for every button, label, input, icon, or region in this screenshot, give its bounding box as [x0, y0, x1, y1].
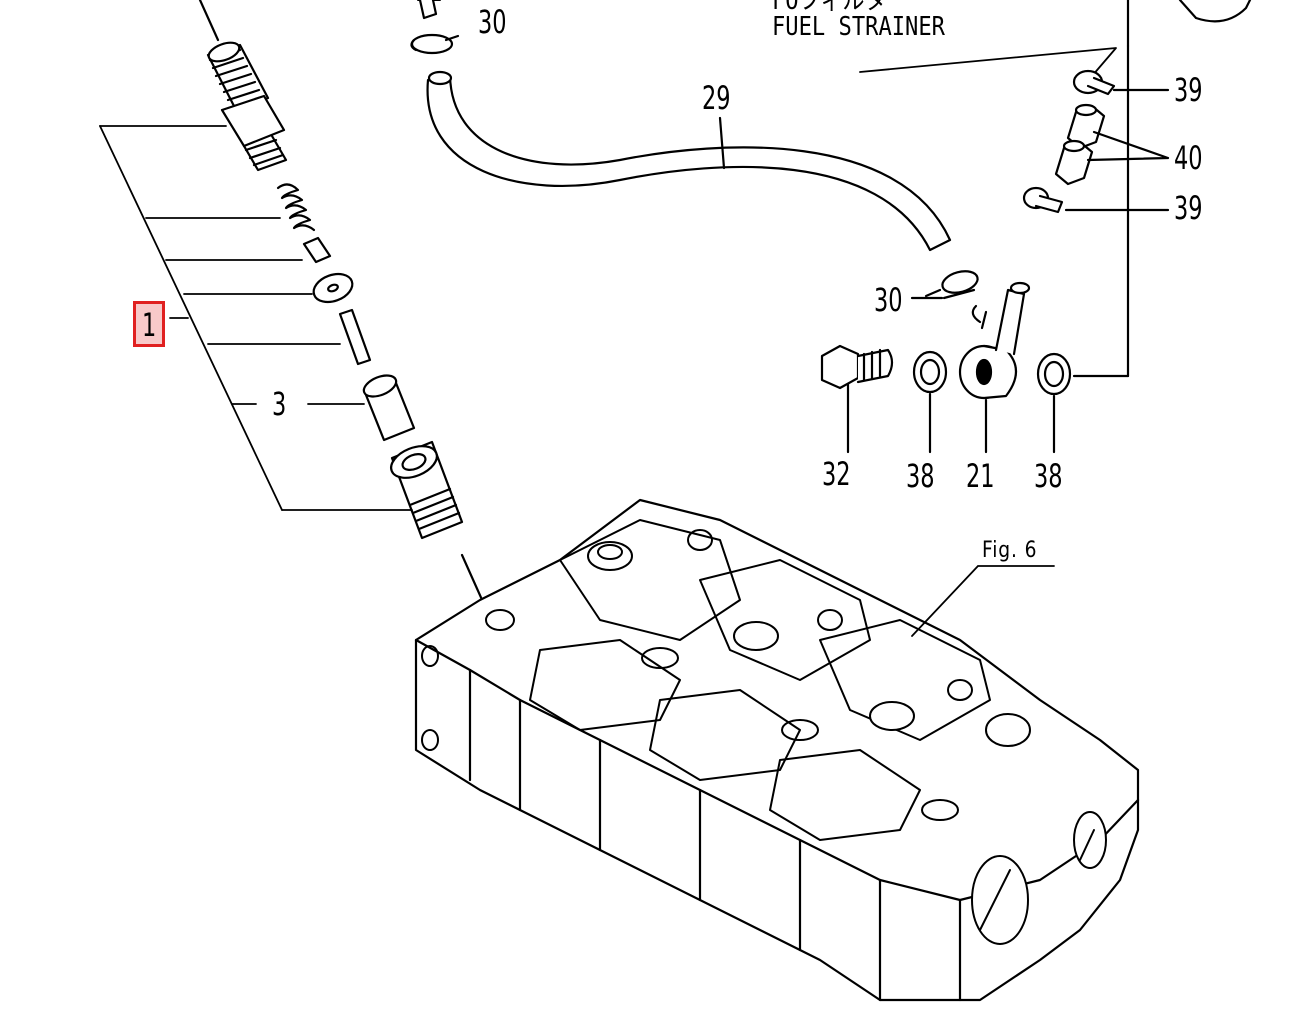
fuel-filter-jp-label: FOフィルタ: [772, 0, 887, 16]
part-label-30-mid: 30: [874, 281, 903, 319]
fuel-hose: [410, 0, 979, 300]
injector-assembly: [99, 0, 502, 642]
part-label-40: 40: [1174, 139, 1203, 177]
nozzle-holder: [206, 41, 288, 172]
cylinder-head: [414, 498, 1140, 1002]
nozzle-nut: [390, 440, 464, 540]
part-label-1: 1: [142, 306, 157, 344]
fig-reference: Fig. 6: [982, 538, 1038, 563]
part-label-30-top: 30: [478, 3, 507, 41]
part-label-39-top: 39: [1174, 71, 1203, 109]
item-1-bracket: [99, 125, 413, 511]
part-label-1-highlight[interactable]: 1: [133, 301, 165, 347]
part-label-32: 32: [822, 455, 851, 493]
fuel-strainer-label: FUEL STRAINER: [772, 12, 945, 42]
banjo-bolt: [820, 344, 894, 390]
hose-clamp: [924, 270, 979, 300]
banjo-fitting: [958, 281, 1031, 400]
part-label-38-right: 38: [1034, 457, 1063, 495]
part-label-21: 21: [966, 457, 995, 495]
part-label-38-left: 38: [906, 457, 935, 495]
part-label-39-bottom: 39: [1174, 189, 1203, 227]
strainer-fittings: [820, 0, 1252, 454]
part-label-29: 29: [702, 79, 731, 117]
part-label-3: 3: [272, 385, 287, 423]
spring: [276, 183, 316, 232]
